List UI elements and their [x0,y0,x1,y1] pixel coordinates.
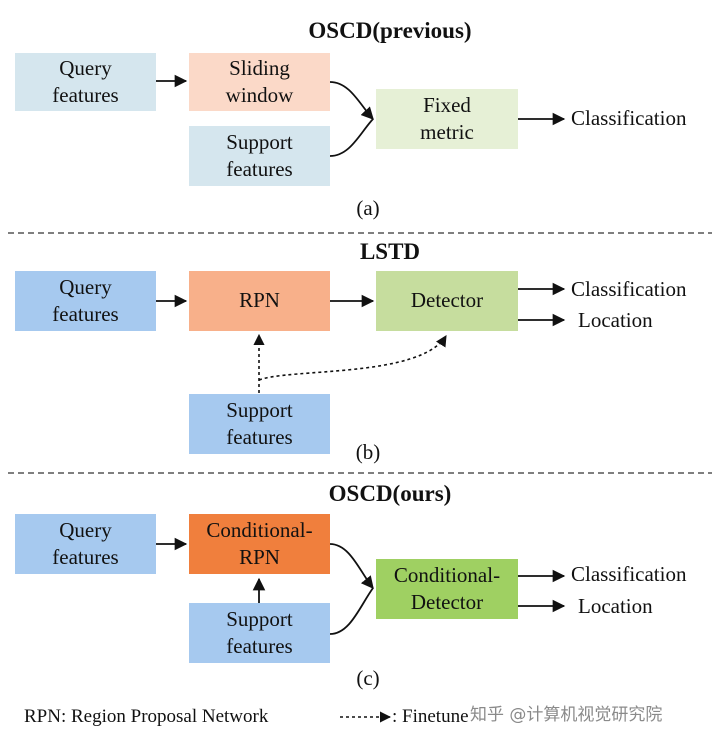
classification-label-c: Classification [571,562,687,586]
fixed-metric-box: Fixed metric [376,89,518,149]
caption-a: (a) [356,196,380,220]
section-a-title: OSCD(previous) [308,18,472,43]
arrow-support-to-fixed [329,118,374,157]
finetune-arrow-to-detector [258,335,447,381]
caption-c: (c) [356,666,380,690]
support-features-box-b: Support features [189,394,330,454]
arrow-support-to-cdetector [329,587,374,635]
classification-label-b: Classification [571,277,687,301]
location-label-b: Location [578,308,653,332]
support-features-box-c: Support features [189,603,330,663]
location-label-c: Location [578,594,653,618]
query-features-box-c: Query features [15,514,156,574]
sliding-window-box: Sliding window [189,53,330,111]
arrow-crpn-to-cdetector [329,543,374,589]
watermark: 知乎 @计算机视觉研究院 [470,705,663,725]
detector-box: Detector [376,271,518,331]
conditional-detector-box: Conditional- Detector [376,559,518,619]
query-features-box-b: Query features [15,271,156,331]
legend-finetune-text: : Finetune [392,706,469,727]
arrow-sliding-to-fixed [329,81,374,120]
query-features-box-a: Query features [15,53,156,111]
section-c-title: OSCD(ours) [328,481,452,506]
section-b-title: LSTD [359,239,421,264]
classification-label-a: Classification [571,106,687,130]
legend-rpn-text: RPN: Region Proposal Network [24,706,269,727]
rpn-box: RPN [189,271,330,331]
conditional-rpn-box: Conditional- RPN [189,514,330,574]
support-features-box-a: Support features [189,126,330,186]
caption-b: (b) [355,440,381,464]
